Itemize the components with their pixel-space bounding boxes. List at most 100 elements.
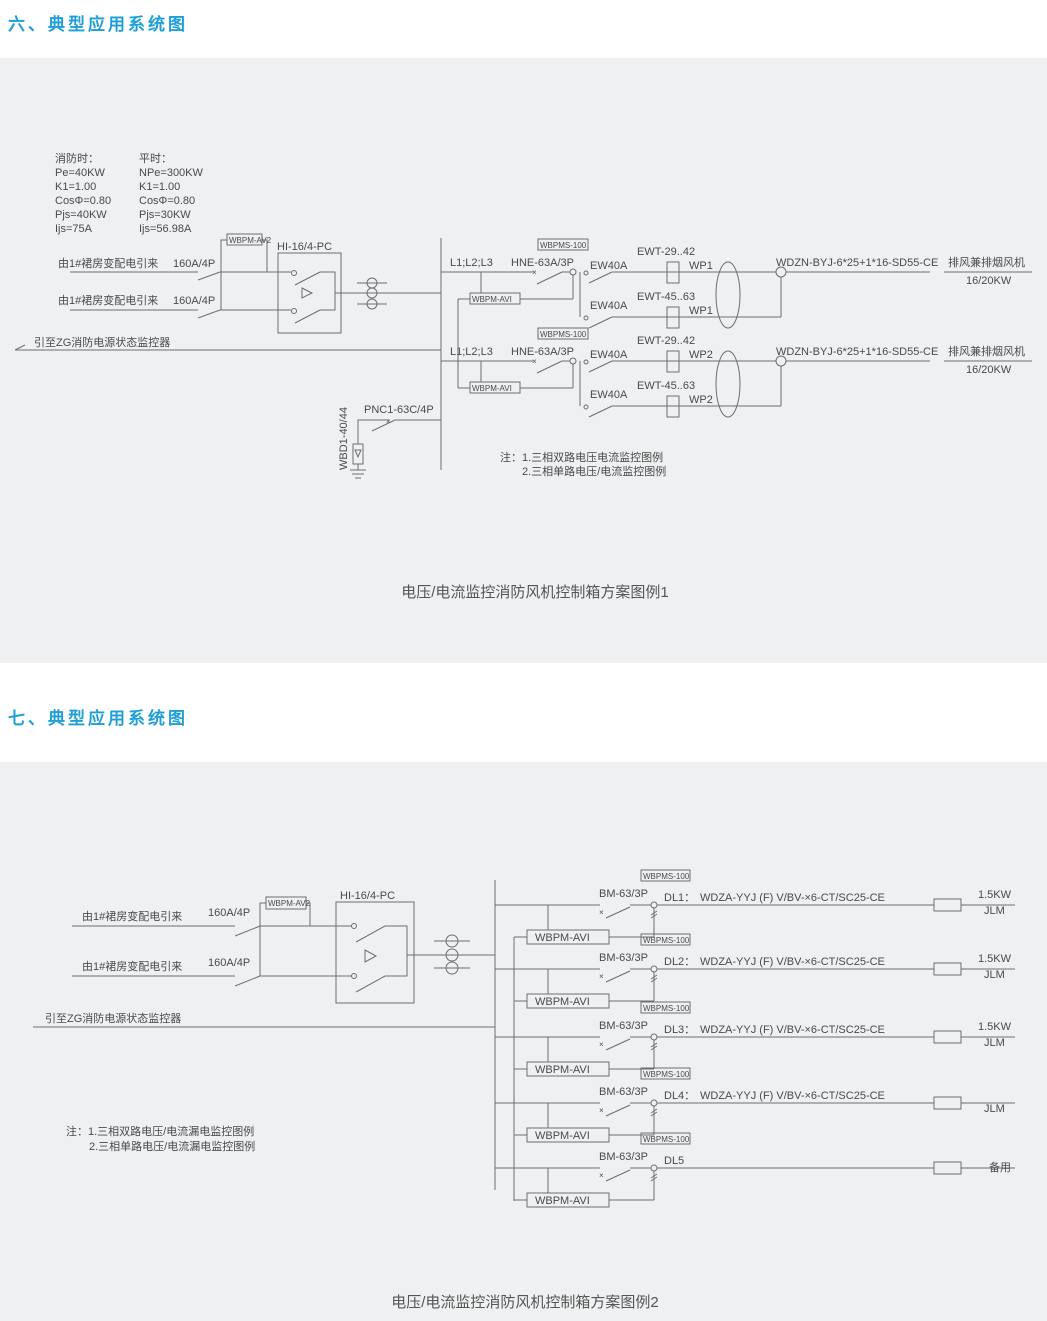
breaker-x-icon: × [599, 1040, 604, 1049]
incoming-wiring [72, 902, 351, 987]
sensor-label: WBPMS-100 [643, 872, 690, 881]
tick [650, 1111, 658, 1117]
power-label: 16/20KW [966, 364, 1012, 376]
wire [588, 271, 613, 284]
load-icon [933, 1096, 962, 1110]
param: K1=1.00 [55, 181, 96, 193]
sensor-label: WBPMS-100 [540, 330, 587, 339]
phases-label: L1;L2;L3 [450, 346, 493, 358]
load-label: 排风兼排烟风机 [948, 344, 1025, 358]
thermal-relay-icon [666, 395, 680, 418]
spd-label: WBD1-40/44 [338, 407, 350, 470]
power-label: 16/20KW [966, 275, 1012, 287]
breaker-label: HNE-63A/3P [511, 346, 574, 358]
note-2: 2.三相单路电压/电流漏电监控图例 [89, 1139, 255, 1153]
param: CosΦ=0.80 [139, 195, 195, 207]
param: CosΦ=0.80 [55, 195, 111, 207]
param: Ijs=56.98A [139, 223, 192, 235]
monitor-label: WBPM-AVI [472, 384, 512, 393]
thermal-relay-icon [666, 261, 680, 284]
tick [650, 1042, 658, 1048]
diagram-2: 由1#裙房变配电引来 160A/4P 由1#裙房变配电引来 160A/4P WB… [33, 869, 1015, 1311]
monitor-label: WBPM-AVI [535, 1130, 590, 1142]
relay-2-label: EWT-45..63 [637, 291, 695, 303]
monitor-label: WBPM-AVI [535, 996, 590, 1008]
wire [605, 906, 631, 919]
power-label: 1.5KW [978, 953, 1012, 965]
wp-2-label: WP2 [689, 394, 713, 406]
sensor-icon [650, 1099, 658, 1107]
load-label: JLM [984, 1103, 1005, 1115]
tick [650, 974, 658, 980]
tick [650, 1045, 658, 1051]
breaker-label: BM-63/3P [599, 952, 648, 964]
breaker-x-icon: × [599, 908, 604, 917]
fire-mode-title: 消防时： [55, 151, 99, 165]
wire [605, 1038, 631, 1051]
current-transformer-icon [434, 934, 470, 975]
param: Pjs=30KW [139, 209, 191, 221]
switch-2-label: EW40A [590, 300, 628, 312]
phases-label: L1;L2;L3 [450, 257, 493, 269]
monitor-av2-box [265, 896, 307, 910]
incoming-2-label: 由1#裙房变配电引来 [58, 293, 158, 307]
power-label: 1.5KW [978, 1021, 1012, 1033]
switch-1-label: EW40A [590, 260, 628, 272]
breaker-label: HNE-63A/3P [511, 257, 574, 269]
breaker-label: BM-63/3P [599, 1086, 648, 1098]
sensor-box [640, 1067, 691, 1080]
monitor-label: WBPM-AVI [535, 1064, 590, 1076]
note-2: 2.三相单路电压/电流监控图例 [522, 464, 666, 478]
tick [650, 1173, 658, 1179]
diagram-1: 消防时： Pe=40KW K1=1.00 CosΦ=0.80 Pjs=40KW … [14, 151, 1032, 601]
breaker-x-icon: × [386, 417, 391, 426]
load-label: JLM [984, 1037, 1005, 1049]
sensor-box [640, 869, 691, 882]
tick [650, 913, 658, 919]
tick [650, 977, 658, 983]
circuit-label: DL3： [664, 1024, 695, 1036]
sensor-icon [650, 1164, 658, 1172]
switch-1-label: EW40A [590, 349, 628, 361]
incoming-1-breaker: 160A/4P [173, 258, 215, 270]
wire [588, 360, 613, 373]
fire-mode-params: 消防时： Pe=40KW K1=1.00 CosΦ=0.80 Pjs=40KW … [55, 151, 111, 235]
load-icon [933, 1030, 962, 1044]
spd-wiring: × [350, 417, 441, 479]
diagram-2-caption: 电压/电流监控消防风机控制箱方案图例2 [391, 1293, 659, 1311]
normal-mode-title: 平时： [139, 152, 172, 165]
monitor-av2-box [226, 233, 263, 246]
switch-2-label: EW40A [590, 389, 628, 401]
diagram-2-panel [0, 762, 1047, 1321]
tick [650, 910, 658, 916]
load-label: 排风兼排烟风机 [948, 255, 1025, 269]
cable-bundle-icon [715, 261, 741, 329]
breaker-x-icon: × [532, 268, 537, 277]
wire [536, 271, 563, 285]
sensor-box [537, 327, 589, 340]
incoming-2-label: 由1#裙房变配电引来 [82, 959, 182, 973]
breaker-label: BM-63/3P [599, 1151, 648, 1163]
note-1: 注：1.三相双路电压电流监控图例 [500, 450, 663, 464]
param: Ijs=75A [55, 223, 93, 235]
tick [650, 1176, 658, 1182]
wp-1-label: WP1 [689, 260, 713, 272]
sensor-label: WBPMS-100 [643, 1070, 690, 1079]
branch-group: L1;L2;L3×HNE-63A/3PWBPMS-100WBPM-AVIEW40… [441, 238, 1032, 418]
thermal-relay-icon [666, 306, 680, 329]
breaker-label: BM-63/3P [599, 1020, 648, 1032]
contact-icon [583, 359, 589, 365]
contact-icon [583, 270, 589, 276]
wire [536, 360, 563, 374]
sensor-label: WBPMS-100 [643, 1135, 690, 1144]
monitor-label: WBPM-AVI [472, 295, 512, 304]
contact-icon [583, 404, 589, 410]
zg-label: 引至ZG消防电源状态监控器 [45, 1011, 181, 1025]
relay-1-label: EWT-29..42 [637, 246, 695, 258]
